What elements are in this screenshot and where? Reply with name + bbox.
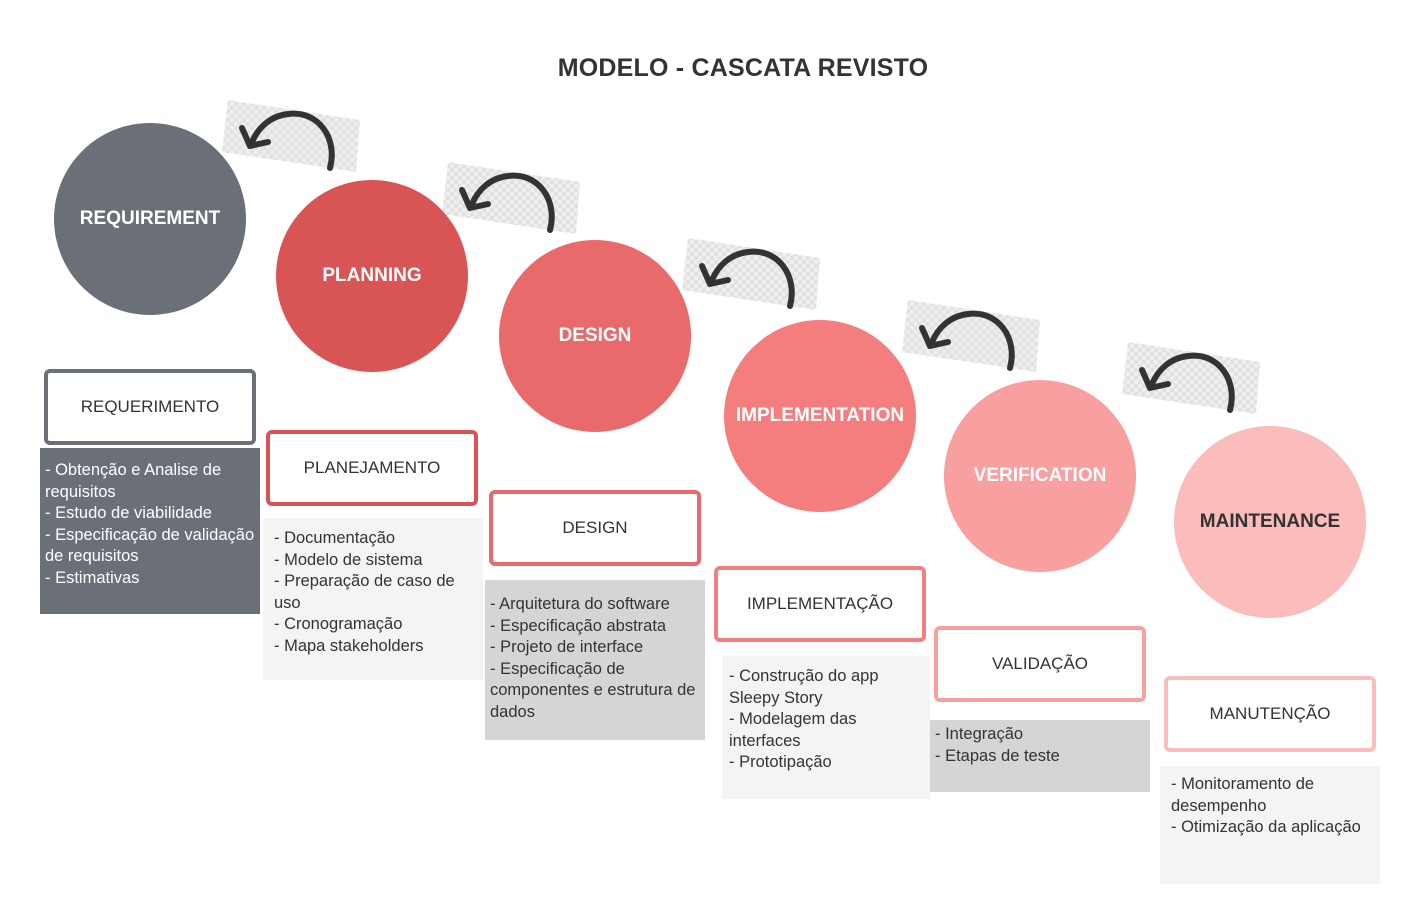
stage-label-maintenance: MANUTENÇÃO xyxy=(1164,676,1376,752)
note-item: - Projeto de interface xyxy=(490,638,644,657)
stage-label-planning: PLANEJAMENTO xyxy=(266,430,478,506)
note-item: - Estimativas xyxy=(45,568,140,587)
stage-notes-requirement: - Obtenção e Analise de requisitos - Est… xyxy=(40,448,260,614)
stage-notes-design: - Arquitetura do software - Especificaçã… xyxy=(485,580,705,740)
stage-notes-maintenance: - Monitoramento de desempenho - Otimizaç… xyxy=(1160,766,1380,884)
curved-back-arrow-icon xyxy=(442,162,580,234)
note-item: - Integração xyxy=(935,725,1024,743)
note-item: - Etapas de teste xyxy=(935,746,1060,765)
stage-circle-verification: VERIFICATION xyxy=(944,380,1136,572)
stage-label-implementation: IMPLEMENTAÇÃO xyxy=(714,566,926,642)
note-item: - Estudo de viabilidade xyxy=(45,504,212,523)
note-item: - Modelo de sistema xyxy=(274,550,423,569)
stage-label-requirement: REQUERIMENTO xyxy=(44,369,256,445)
note-item: - Documentação xyxy=(274,529,396,547)
stage-notes-implementation: - Construção do app Sleepy Story - Model… xyxy=(722,656,930,799)
stage-circle-implementation: IMPLEMENTATION xyxy=(724,320,916,512)
stage-label-design: DESIGN xyxy=(489,490,701,566)
note-item: - Especificação de componentes e estrutu… xyxy=(490,659,696,721)
note-item: - Preparação de caso de uso xyxy=(274,572,455,612)
stage-notes-verification: - Integração - Etapas de teste xyxy=(930,720,1150,792)
note-item: - Cronogramação xyxy=(274,615,403,634)
stage-circle-requirement: REQUIREMENT xyxy=(54,123,246,315)
note-item: - Mapa stakeholders xyxy=(274,636,424,655)
curved-back-arrow-icon xyxy=(1122,342,1260,414)
curved-back-arrow-icon xyxy=(902,300,1040,372)
curved-back-arrow-icon xyxy=(682,238,820,310)
stage-circle-planning: PLANNING xyxy=(276,180,468,372)
stage-circle-design: DESIGN xyxy=(499,240,691,432)
note-item: - Obtenção e Analise de requisitos xyxy=(45,461,222,501)
note-item: - Modelagem das interfaces xyxy=(729,710,857,750)
note-item: - Otimização da aplicação xyxy=(1171,818,1361,837)
diagram-title: MODELO - CASCATA REVISTO xyxy=(557,54,929,82)
note-item: - Construção do app Sleepy Story xyxy=(729,667,879,707)
note-item: - Especificação abstrata xyxy=(490,616,667,635)
stage-notes-planning: - Documentação - Modelo de sistema - Pre… xyxy=(263,518,483,680)
note-item: - Prototipação xyxy=(729,753,832,772)
note-item: - Arquitetura do software xyxy=(490,595,670,613)
note-item: - Monitoramento de desempenho xyxy=(1171,775,1315,815)
note-item: - Especificação de validação de requisit… xyxy=(45,525,255,566)
stage-label-verification: VALIDAÇÃO xyxy=(934,626,1146,702)
stage-circle-maintenance: MAINTENANCE xyxy=(1174,426,1366,618)
curved-back-arrow-icon xyxy=(222,100,360,172)
